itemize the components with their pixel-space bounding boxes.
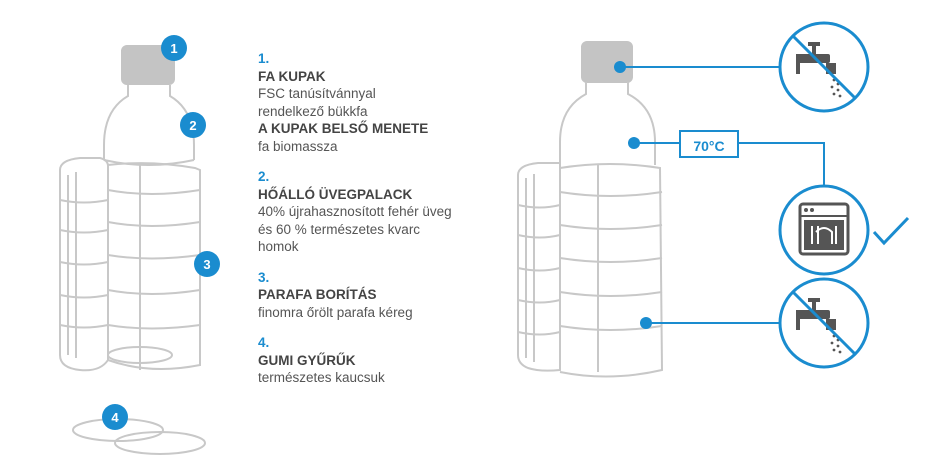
dishwasher-icon <box>778 184 870 276</box>
part-item-1: 1. FA KUPAK FSC tanúsítvánnyal rendelkez… <box>258 50 518 155</box>
part-line: rendelkező bükkfa <box>258 103 368 119</box>
part-line: és 60 % természetes kvarc <box>258 221 421 237</box>
badge-2: 2 <box>180 112 206 138</box>
part-number: 4. <box>258 335 270 350</box>
wooden-cap <box>121 45 175 85</box>
part-line: fa biomassza <box>258 138 338 154</box>
part-line: GUMI GYŰRŰK <box>258 352 356 368</box>
assembled-cap <box>581 41 633 83</box>
bottle-marker <box>628 137 640 149</box>
part-line: természetes kaucsuk <box>258 370 385 385</box>
assembled-bottle <box>559 82 656 165</box>
svg-text:4: 4 <box>111 410 119 425</box>
badge-4: 4 <box>102 404 128 430</box>
checkmark-icon <box>872 216 910 246</box>
part-line: finomra őrölt parafa kéreg <box>258 304 413 320</box>
sleeve-marker <box>640 317 652 329</box>
badge-1: 1 <box>161 35 187 61</box>
temperature-label: 70°C <box>679 130 739 158</box>
part-number: 1. <box>258 51 270 66</box>
part-item-2: 2. HŐÁLLÓ ÜVEGPALACK 40% újrahasznosítot… <box>258 168 518 256</box>
svg-text:3: 3 <box>203 257 210 272</box>
part-line: FSC tanúsítvánnyal <box>258 86 376 101</box>
part-line: homok <box>258 239 299 254</box>
cap-marker <box>614 61 626 73</box>
part-line: 40% újrahasznosított fehér üveg <box>258 204 452 219</box>
part-item-3: 3. PARAFA BORÍTÁS finomra őrölt parafa k… <box>258 269 518 322</box>
rubber-ring-2 <box>114 431 206 455</box>
no-tap-water-icon <box>778 21 870 113</box>
part-line: A KUPAK BELSŐ MENETE <box>258 121 429 136</box>
svg-text:1: 1 <box>170 41 177 56</box>
part-line: PARAFA BORÍTÁS <box>258 287 377 302</box>
cork-sleeve <box>59 157 201 372</box>
svg-text:2: 2 <box>189 118 196 133</box>
parts-list: 1. FA KUPAK FSC tanúsítvánnyal rendelkez… <box>258 50 518 400</box>
part-line: HŐÁLLÓ ÜVEGPALACK <box>258 186 413 202</box>
part-item-4: 4. GUMI GYŰRŰK természetes kaucsuk <box>258 334 518 387</box>
part-line: FA KUPAK <box>258 68 326 84</box>
part-number: 3. <box>258 269 270 285</box>
badge-3: 3 <box>194 251 220 277</box>
part-number: 2. <box>258 169 270 184</box>
assembled-sleeve <box>517 162 664 378</box>
no-tap-water-icon <box>778 277 870 369</box>
